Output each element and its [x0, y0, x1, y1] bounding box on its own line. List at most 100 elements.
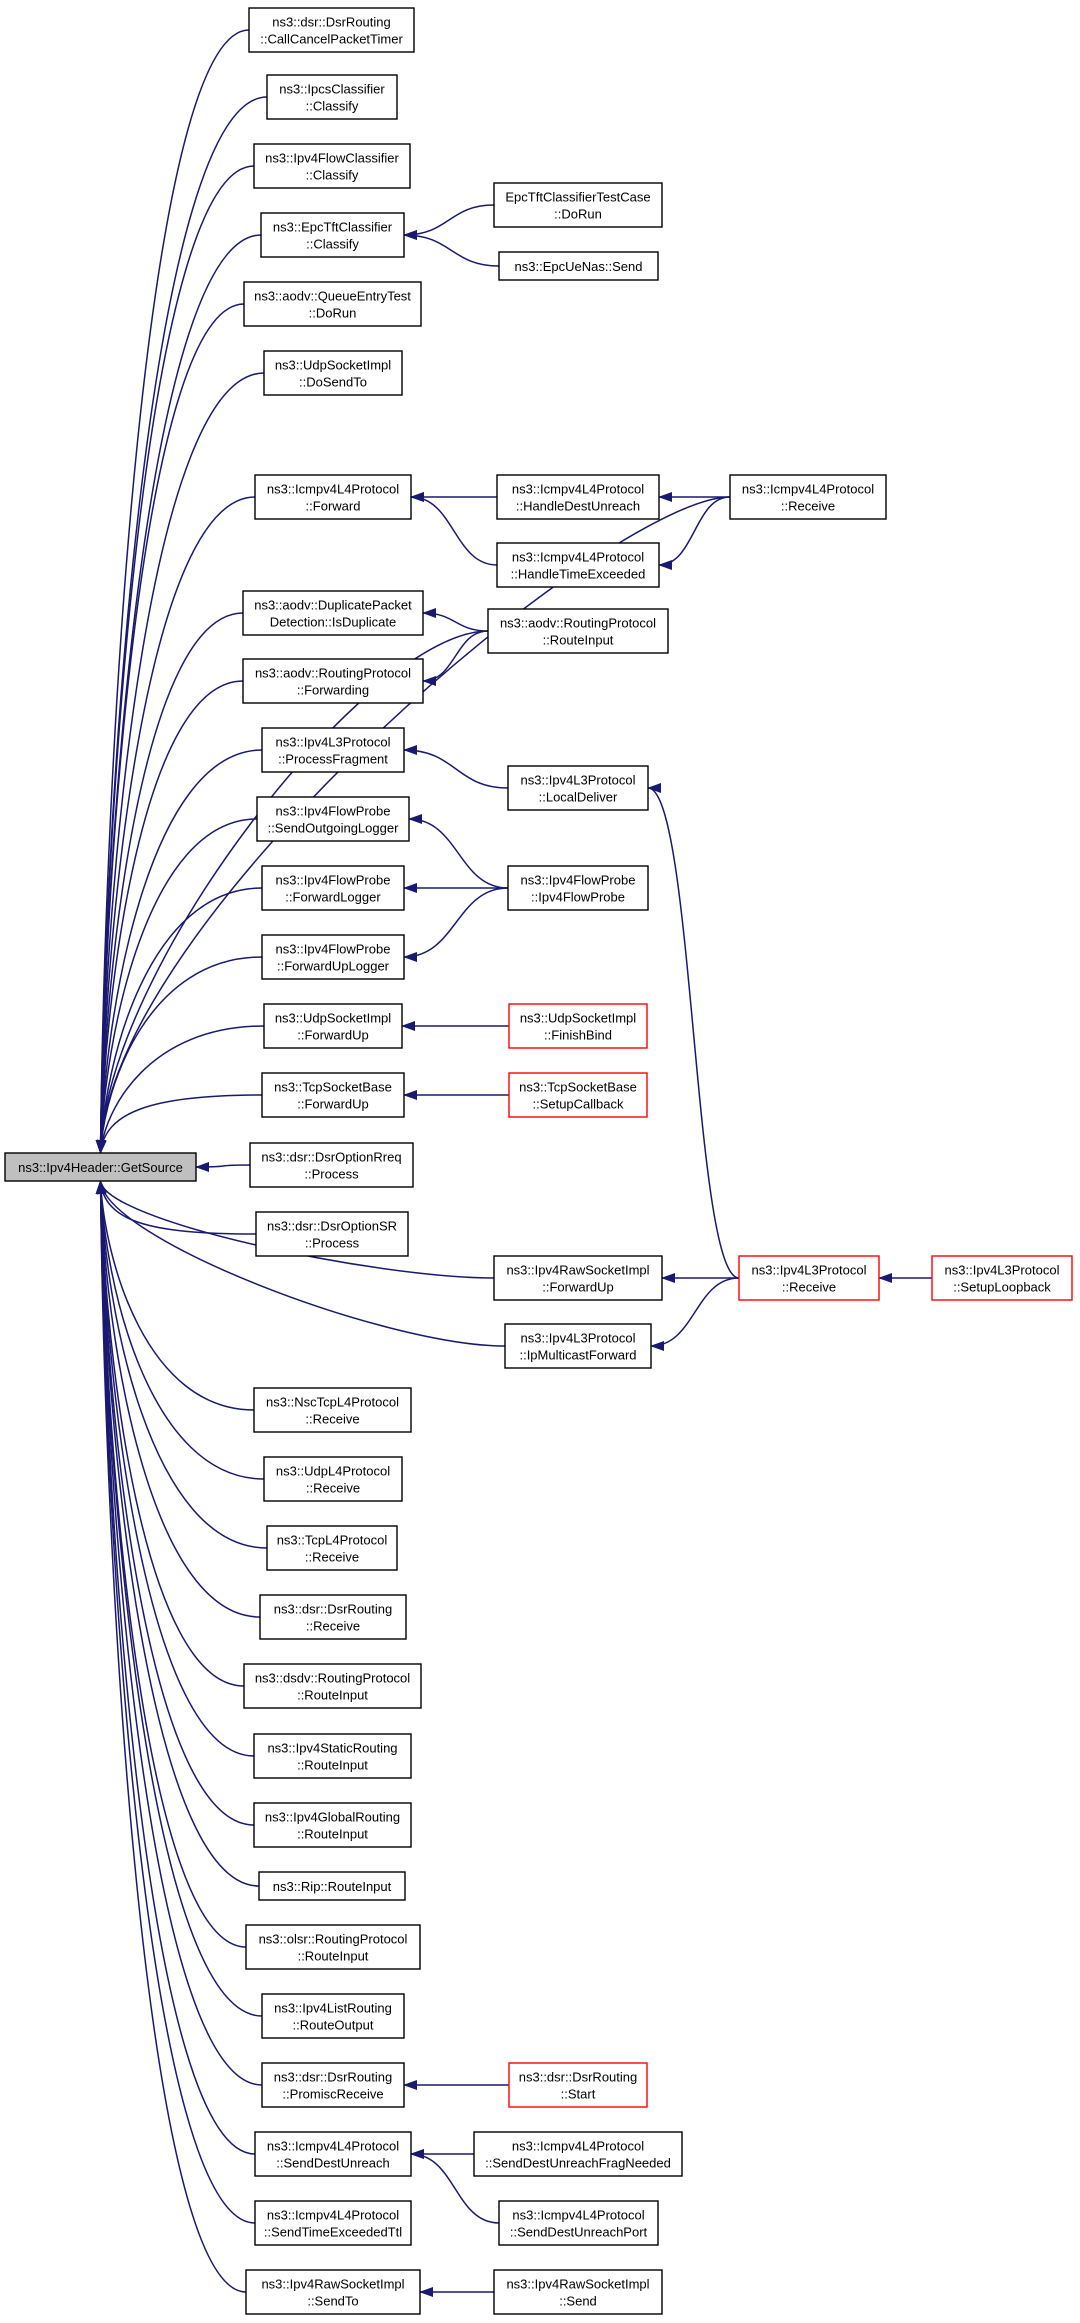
graph-node-aodv_forwarding[interactable]: ns3::aodv::RoutingProtocol::Forwarding — [242, 658, 424, 704]
node-box — [4, 1152, 197, 1182]
graph-node-ipv4l3_localdeliver[interactable]: ns3::Ipv4L3Protocol::LocalDeliver — [507, 765, 649, 811]
graph-node-tcpl4_receive[interactable]: ns3::TcpL4Protocol::Receive — [266, 1525, 398, 1571]
node-label-line: ::Forwarding — [297, 683, 369, 698]
node-box — [263, 1003, 403, 1049]
graph-node-fp_forwardup[interactable]: ns3::Ipv4FlowProbe::ForwardUpLogger — [261, 934, 405, 980]
graph-node-ipv4l3_procfrag[interactable]: ns3::Ipv4L3Protocol::ProcessFragment — [261, 727, 405, 773]
graph-node-ipcs_classify[interactable]: ns3::IpcsClassifier::Classify — [266, 74, 398, 120]
call-edge-aodv_forwarding-to-getsource — [95, 680, 244, 1154]
graph-node-dsr_optsr[interactable]: ns3::dsr::DsrOptionSR::Process — [255, 1211, 409, 1257]
graph-node-icmp_senddestfrag[interactable]: ns3::Icmpv4L4Protocol::SendDestUnreachFr… — [473, 2131, 683, 2177]
node-label-line: ns3::dsr::DsrOptionRreq — [261, 1150, 401, 1165]
node-box — [931, 1255, 1073, 1301]
node-label-line: ns3::Ipv4FlowClassifier — [265, 151, 399, 166]
node-label-line: ns3::aodv::DuplicatePacket — [254, 598, 412, 613]
graph-node-global_routeinput[interactable]: ns3::Ipv4GlobalRouting::RouteInput — [253, 1802, 412, 1848]
graph-node-ipv4l3_ipmcast[interactable]: ns3::Ipv4L3Protocol::IpMulticastForward — [504, 1323, 652, 1369]
node-label-line: ::RouteInput — [297, 1758, 368, 1773]
call-edge-dsr_optsr-to-getsource — [96, 1180, 257, 1235]
graph-node-icmp_receive[interactable]: ns3::Icmpv4L4Protocol::Receive — [729, 474, 887, 520]
node-label-line: ns3::Icmpv4L4Protocol — [512, 2139, 644, 2154]
node-label-line: ::Ipv4FlowProbe — [531, 890, 625, 905]
node-box — [255, 1211, 409, 1257]
graph-node-icmp_handledest[interactable]: ns3::Icmpv4L4Protocol::HandleDestUnreach — [496, 474, 660, 520]
graph-node-dsr_optrreq[interactable]: ns3::dsr::DsrOptionRreq::Process — [249, 1142, 414, 1188]
call-edge-icmp_receive-to-icmp_handletime — [658, 496, 731, 570]
node-box — [260, 212, 405, 258]
node-box — [254, 474, 412, 520]
node-label-line: ns3::Ipv4FlowProbe — [276, 942, 391, 957]
node-box — [261, 1993, 405, 2039]
node-label-line: ns3::dsr::DsrRouting — [272, 15, 391, 30]
call-edge-rawsock_sendto-to-getsource — [95, 1180, 247, 2293]
node-label-line: ::Process — [304, 1167, 359, 1182]
graph-node-udpl4_receive[interactable]: ns3::UdpL4Protocol::Receive — [263, 1456, 403, 1502]
graph-node-icmp_senddestport[interactable]: ns3::Icmpv4L4Protocol::SendDestUnreachPo… — [498, 2200, 659, 2246]
call-edge-dsr_optrreq-to-getsource — [195, 1161, 251, 1172]
call-edge-epctft_testcase-to-epctft_classify — [403, 204, 495, 240]
graph-node-dsr_callcancel[interactable]: ns3::dsr::DsrRouting::CallCancelPacketTi… — [248, 7, 415, 53]
node-label-line: ns3::Ipv4RawSocketImpl — [261, 2277, 404, 2292]
node-label-line: ns3::Ipv4RawSocketImpl — [506, 2277, 649, 2292]
node-box — [498, 251, 659, 281]
node-box — [508, 1003, 648, 1049]
nodes-layer: ns3::Ipv4Header::GetSourcens3::dsr::DsrR… — [4, 7, 1073, 2315]
node-label-line: ns3::aodv::RoutingProtocol — [255, 666, 411, 681]
node-label-line: ns3::NscTcpL4Protocol — [266, 1395, 399, 1410]
node-label-line: ::PromiscReceive — [282, 2087, 383, 2102]
graph-node-aodv_routeinput[interactable]: ns3::aodv::RoutingProtocol::RouteInput — [487, 608, 669, 654]
graph-node-ipv4l3_setuploop[interactable]: ns3::Ipv4L3Protocol::SetupLoopback — [931, 1255, 1073, 1301]
graph-node-fp_sendout[interactable]: ns3::Ipv4FlowProbe::SendOutgoingLogger — [256, 796, 410, 842]
graph-node-icmp_forward[interactable]: ns3::Icmpv4L4Protocol::Forward — [254, 474, 412, 520]
graph-node-fp_ctor[interactable]: ns3::Ipv4FlowProbe::Ipv4FlowProbe — [507, 865, 649, 911]
graph-node-tcpsock_setupcb[interactable]: ns3::TcpSocketBase::SetupCallback — [508, 1072, 648, 1118]
call-edge-aodv_routeinput-to-aodv_forwarding — [422, 630, 489, 686]
graph-node-ipv4l3_receive[interactable]: ns3::Ipv4L3Protocol::Receive — [738, 1255, 880, 1301]
graph-node-dsdv_routeinput[interactable]: ns3::dsdv::RoutingProtocol::RouteInput — [243, 1663, 422, 1709]
call-edge-rawsock_forwardup-to-getsource — [96, 1180, 495, 1279]
node-box — [493, 182, 663, 228]
graph-node-aodv_dup[interactable]: ns3::aodv::DuplicatePacketDetection::IsD… — [242, 590, 424, 636]
graph-node-getsource[interactable]: ns3::Ipv4Header::GetSource — [4, 1152, 197, 1182]
graph-node-dsr_start[interactable]: ns3::dsr::DsrRouting::Start — [508, 2062, 648, 2108]
graph-node-static_routeinput[interactable]: ns3::Ipv4StaticRouting::RouteInput — [253, 1733, 412, 1779]
graph-node-nsctcp_receive[interactable]: ns3::NscTcpL4Protocol::Receive — [253, 1387, 412, 1433]
node-box — [243, 1663, 422, 1709]
node-label-line: ns3::Ipv4L3Protocol — [945, 1263, 1060, 1278]
call-edge-nsctcp_receive-to-getsource — [96, 1180, 255, 1411]
node-label-line: ::Send — [559, 2294, 597, 2309]
graph-node-udpsock_dosendto[interactable]: ns3::UdpSocketImpl::DoSendTo — [263, 350, 403, 396]
graph-node-rawsock_sendto[interactable]: ns3::Ipv4RawSocketImpl::SendTo — [245, 2269, 421, 2315]
call-edge-epctft_classify-to-getsource — [95, 234, 262, 1154]
node-label-line: ns3::TcpSocketBase — [274, 1080, 392, 1095]
graph-node-dsr_receive[interactable]: ns3::dsr::DsrRouting::Receive — [259, 1594, 407, 1640]
graph-node-epctft_testcase[interactable]: EpcTftClassifierTestCase::DoRun — [493, 182, 663, 228]
call-edge-fp_forwardup-to-getsource — [96, 956, 263, 1154]
node-label-line: ns3::dsr::DsrOptionSR — [267, 1219, 397, 1234]
graph-node-icmp_handletime[interactable]: ns3::Icmpv4L4Protocol::HandleTimeExceede… — [496, 542, 660, 588]
graph-node-rawsock_forwardup[interactable]: ns3::Ipv4RawSocketImpl::ForwardUp — [493, 1255, 663, 1301]
graph-node-dsr_promisc[interactable]: ns3::dsr::DsrRouting::PromiscReceive — [261, 2062, 405, 2108]
graph-node-udpsock_finishbind[interactable]: ns3::UdpSocketImpl::FinishBind — [508, 1003, 648, 1049]
graph-node-list_routeoutput[interactable]: ns3::Ipv4ListRouting::RouteOutput — [261, 1993, 405, 2039]
graph-node-fp_forwardlogger[interactable]: ns3::Ipv4FlowProbe::ForwardLogger — [261, 865, 405, 911]
graph-node-rawsock_send[interactable]: ns3::Ipv4RawSocketImpl::Send — [493, 2269, 663, 2315]
graph-node-epcuenas_send[interactable]: ns3::EpcUeNas::Send — [498, 251, 659, 281]
graph-node-aodv_queueentry[interactable]: ns3::aodv::QueueEntryTest::DoRun — [243, 281, 422, 327]
graph-node-icmp_sendtime[interactable]: ns3::Icmpv4L4Protocol::SendTimeExceededT… — [254, 2200, 412, 2246]
graph-node-ipv4flow_classify[interactable]: ns3::Ipv4FlowClassifier::Classify — [253, 143, 411, 189]
call-edge-aodv_routeinput-to-getsource — [95, 630, 489, 1154]
node-label-line: ::ForwardUp — [542, 1280, 614, 1295]
node-label-line: ::DoSendTo — [299, 375, 367, 390]
graph-node-udpsock_forwardup[interactable]: ns3::UdpSocketImpl::ForwardUp — [263, 1003, 403, 1049]
node-box — [493, 1255, 663, 1301]
graph-node-epctft_classify[interactable]: ns3::EpcTftClassifier::Classify — [260, 212, 405, 258]
graph-node-icmp_senddest[interactable]: ns3::Icmpv4L4Protocol::SendDestUnreach — [254, 2131, 412, 2177]
node-label-line: ::SendTimeExceededTtl — [264, 2225, 402, 2240]
graph-node-tcpsock_forwardup[interactable]: ns3::TcpSocketBase::ForwardUp — [261, 1072, 405, 1118]
call-edge-fp_sendout-to-getsource — [95, 818, 258, 1154]
call-edge-icmp_sendtime-to-getsource — [95, 1180, 256, 2224]
graph-node-rip_routeinput[interactable]: ns3::Rip::RouteInput — [258, 1871, 406, 1901]
graph-node-olsr_routeinput[interactable]: ns3::olsr::RoutingProtocol::RouteInput — [245, 1924, 421, 1970]
node-label-line: ::HandleTimeExceeded — [511, 567, 646, 582]
